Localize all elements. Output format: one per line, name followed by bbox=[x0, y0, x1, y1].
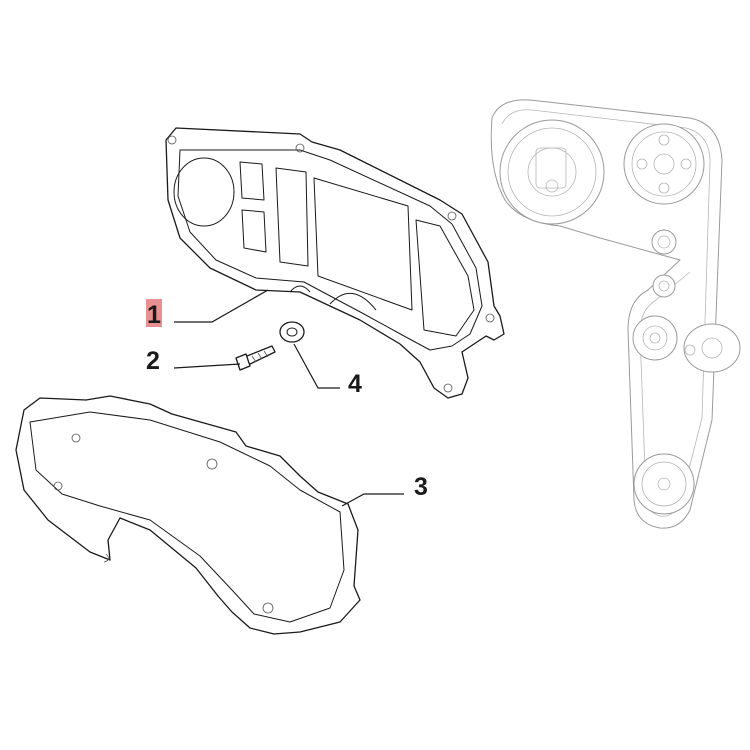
camshaft-pulley-left bbox=[499, 119, 605, 225]
crankshaft-pulley bbox=[633, 453, 695, 515]
part-3-lower-timing-cover bbox=[15, 395, 361, 635]
leader-line-3 bbox=[341, 493, 404, 507]
timing-belt-assembly bbox=[490, 99, 741, 529]
leader-line-2 bbox=[173, 363, 241, 369]
tensioner-pulley bbox=[632, 315, 678, 361]
part-2-bolt bbox=[235, 345, 276, 371]
callout-1-highlight bbox=[146, 299, 162, 327]
callout-label-3: 3 bbox=[414, 473, 428, 501]
callout-label-4: 4 bbox=[348, 370, 362, 398]
water-pump-pulley bbox=[683, 323, 741, 373]
part-4-washer bbox=[279, 321, 305, 343]
callout-label-2: 2 bbox=[146, 347, 160, 375]
part-1-upper-timing-cover bbox=[165, 127, 505, 399]
leader-line-1 bbox=[174, 289, 269, 323]
camshaft-pulley-right bbox=[623, 123, 705, 205]
leader-line-4 bbox=[293, 343, 340, 389]
idler-pulley-upper bbox=[651, 229, 677, 255]
callout-label-1: 1 bbox=[147, 301, 161, 329]
leader-lines bbox=[173, 289, 404, 507]
idler-pulley-mid bbox=[652, 274, 676, 298]
